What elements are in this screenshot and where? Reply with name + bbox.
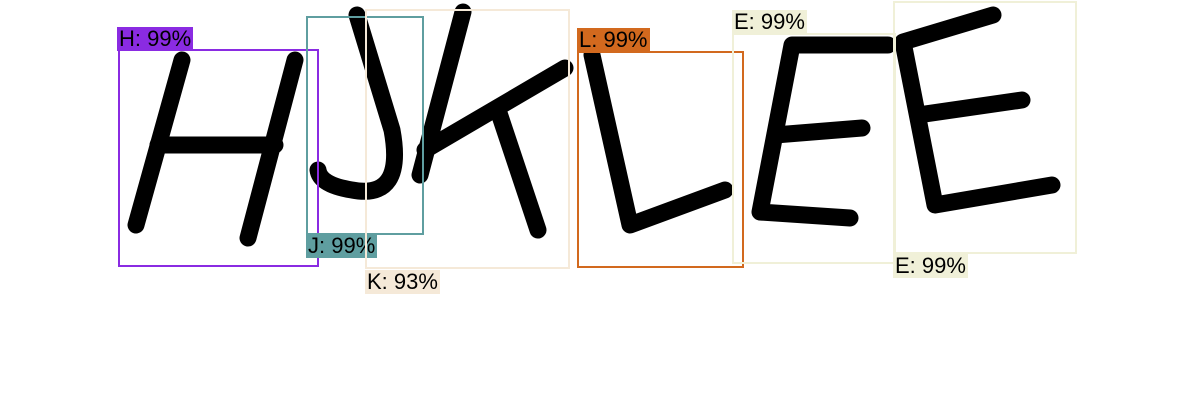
glyph-e [766,119,871,144]
glyph-k [489,101,547,239]
detection-label-l: L: 99% [577,27,650,52]
detection-label-e1: E: 99% [732,9,807,34]
detection-label-k: K: 93% [365,269,440,294]
detection-box-e1[interactable] [732,33,896,264]
detection-box-k[interactable] [365,9,570,269]
glyph-e [909,91,1031,124]
detection-label-h: H: 99% [117,26,194,51]
glyph-l [583,46,734,234]
detection-box-e2[interactable] [893,1,1077,254]
detection-box-h[interactable] [118,49,319,267]
detection-label-e2: E: 99% [893,253,968,278]
detection-box-l[interactable] [577,51,744,268]
glyph-e [894,6,1061,214]
glyph-j [309,6,404,200]
